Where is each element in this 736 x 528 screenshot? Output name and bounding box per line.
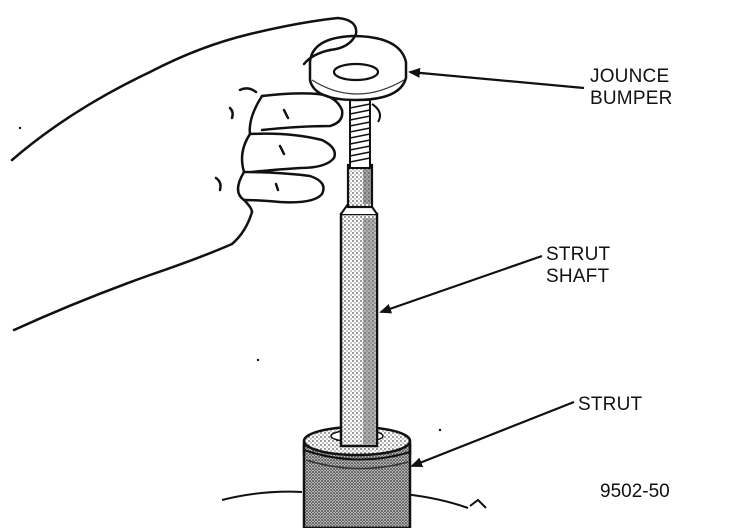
strut-shaft-label: STRUT SHAFT: [546, 244, 610, 288]
strut-shaft-label-line-2: SHAFT: [546, 266, 610, 287]
strut-arrow: [410, 400, 575, 468]
strut-shaft-label-line-1: STRUT: [546, 244, 611, 265]
strut-shaft: [339, 93, 379, 448]
hand-illustration: [10, 16, 358, 332]
figure-number: 9502-50: [600, 481, 670, 502]
jounce-bumper-label: JOUNCE BUMPER: [590, 66, 673, 110]
strut-label-text: STRUT: [578, 394, 643, 415]
strut-label: STRUT: [578, 394, 642, 416]
strut-shaft-arrow: [379, 254, 543, 314]
jounce-bumper-label-line-2: BUMPER: [590, 88, 673, 109]
leader-arrows: [379, 67, 585, 468]
specks: [18, 126, 442, 432]
jounce-bumper-arrow: [408, 67, 585, 90]
jounce-bumper-label-line-1: JOUNCE: [590, 66, 670, 87]
